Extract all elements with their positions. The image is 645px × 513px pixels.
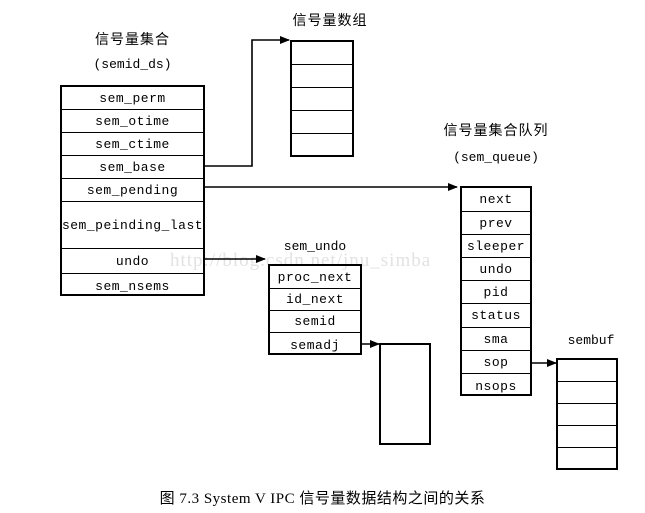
sem-array-cell	[292, 88, 352, 111]
line-sembase-to-array	[205, 36, 290, 167]
sem-queue-row-nsops: nsops	[475, 378, 517, 394]
sem-array-cell	[292, 65, 352, 88]
sem-queue-row-next: next	[462, 188, 530, 212]
sembuf-cell	[558, 382, 616, 404]
sembuf-title-code: sembuf	[567, 333, 615, 348]
watermark-text: http://blog.csdn.net/jnu_simba	[170, 250, 432, 271]
semadj-target-box	[379, 343, 431, 445]
sem-array-cell	[292, 111, 352, 134]
semid-ds-row-sem-peinding-last: sem_peinding_last	[62, 202, 203, 249]
sem-array-cell	[292, 134, 352, 159]
sem-array-table	[290, 40, 354, 157]
sem-undo-row-proc-next: proc_next	[270, 266, 360, 289]
sem-queue-row-sleeper: sleeper	[462, 235, 530, 258]
sem-undo-table: proc_next id_next semid semadj	[268, 264, 362, 355]
semid-ds-row-sem-otime: sem_otime	[62, 110, 203, 133]
sem-array-cell	[292, 42, 352, 65]
sem-queue-title-code: (sem_queue)	[453, 150, 539, 165]
sem-queue-row-sop: sop	[462, 351, 530, 374]
sembuf-cell	[558, 404, 616, 426]
sem-undo-row-semid: semid	[270, 311, 360, 333]
sem-queue-title-cn: 信号量集合队列	[443, 122, 549, 138]
sembuf-cell	[558, 360, 616, 382]
semid-ds-row-sem-pending: sem_pending	[62, 179, 203, 202]
sembuf-cell	[558, 448, 616, 472]
sem-queue-row-prev: prev	[462, 212, 530, 235]
sem-undo-title-code: sem_undo	[283, 239, 347, 254]
sem-queue-row-sma: sma	[462, 328, 530, 351]
semid-ds-table: sem_perm sem_otime sem_ctime sem_base se…	[60, 85, 205, 296]
sem-undo-row-semadj: semadj	[290, 337, 340, 353]
semid-ds-title-code: (semid_ds)	[93, 57, 172, 72]
semid-ds-row-undo: undo	[62, 249, 203, 274]
sembuf-table	[556, 358, 618, 470]
semid-ds-row-sem-nsems: sem_nsems	[95, 278, 170, 294]
sem-queue-row-pid: pid	[462, 281, 530, 304]
semid-ds-row-sem-ctime: sem_ctime	[62, 133, 203, 156]
semid-ds-title-cn: 信号量集合	[95, 31, 170, 47]
sembuf-cell	[558, 426, 616, 448]
semid-ds-row-sem-perm: sem_perm	[62, 87, 203, 110]
sem-array-title-cn: 信号量数组	[292, 12, 368, 28]
sem-queue-row-undo: undo	[462, 258, 530, 281]
figure-caption: 图 7.3 System V IPC 信号量数据结构之间的关系	[159, 491, 486, 507]
sem-undo-row-id-next: id_next	[270, 289, 360, 311]
sem-queue-table: next prev sleeper undo pid status sma so…	[460, 186, 532, 396]
sem-queue-row-status: status	[462, 304, 530, 328]
semid-ds-row-sem-base: sem_base	[62, 156, 203, 179]
